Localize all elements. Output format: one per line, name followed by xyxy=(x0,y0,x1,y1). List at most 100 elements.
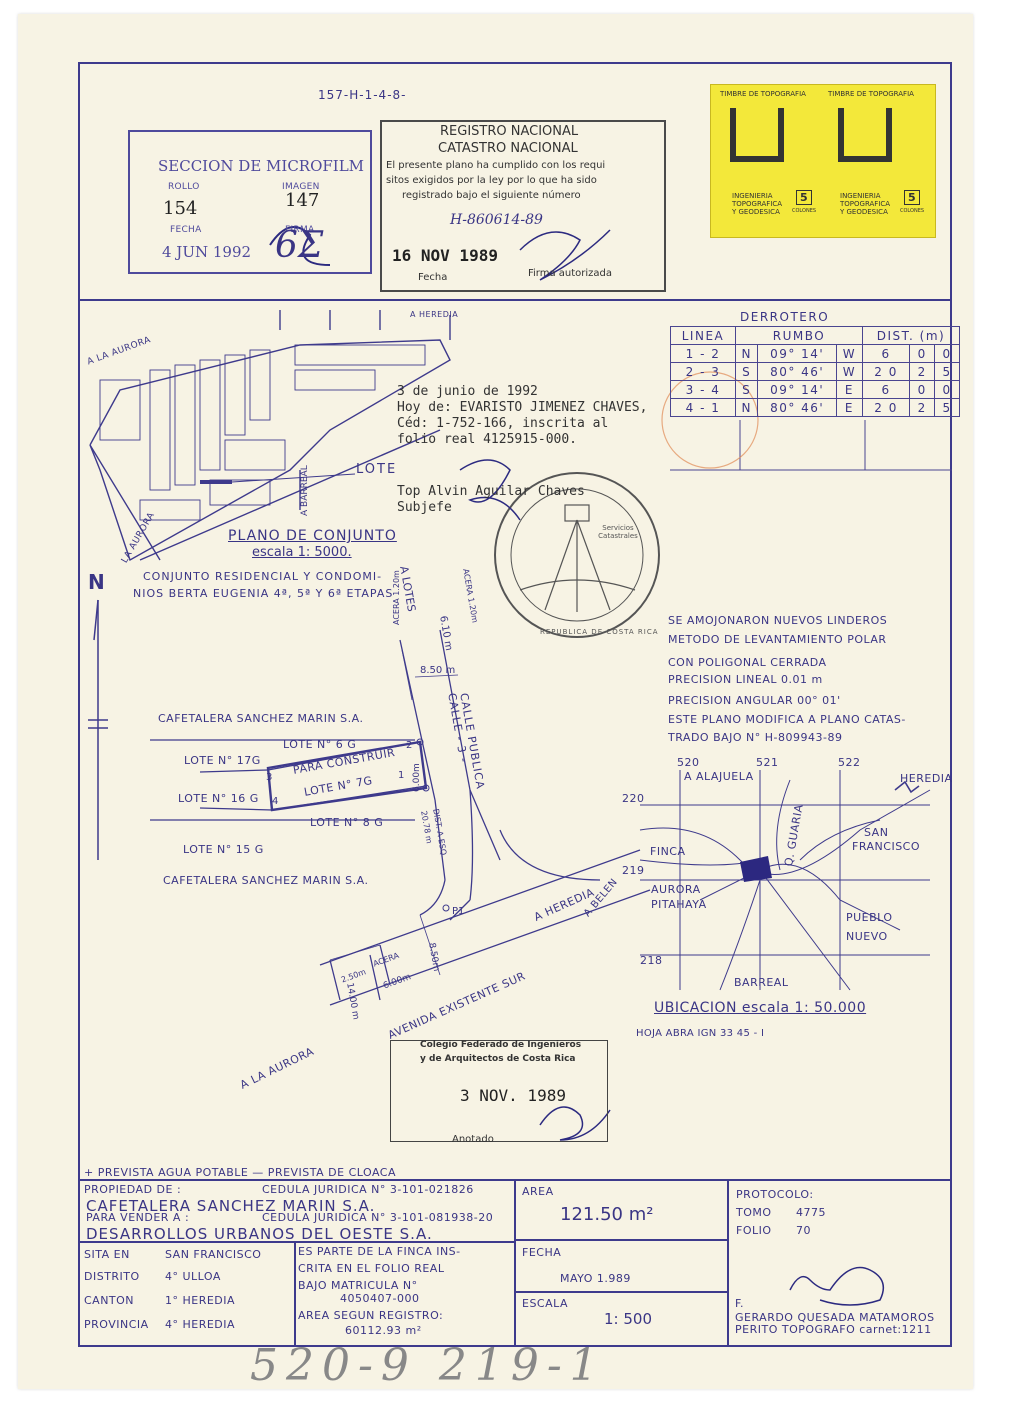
colegio-line1: Colegio Federado de Ingenieros xyxy=(420,1040,582,1050)
ubic-tick: 522 xyxy=(838,756,861,769)
ubic-tick: 220 xyxy=(622,792,645,805)
table-cell: N xyxy=(734,398,759,417)
table-cell: 0 xyxy=(934,380,960,399)
survey-note: PRECISION LINEAL 0.01 m xyxy=(668,673,823,686)
timbre-2: TIMBRE DE TOPOGRAFIA INGENIERIA TOPOGRAF… xyxy=(824,90,928,230)
ubic-hoja: HOJA ABRA IGN 33 45 - I xyxy=(636,1028,765,1039)
plan-vertex-4: 4 xyxy=(272,796,279,807)
tb-tomo: 4775 xyxy=(796,1206,826,1219)
tb-area-label: AREA xyxy=(522,1185,554,1198)
conjunto-title: PLANO DE CONJUNTO xyxy=(228,528,397,544)
table-cell: 0 xyxy=(934,344,960,363)
ubic-tick: 520 xyxy=(677,756,700,769)
registro-text2: sitos exigidos por la ley por lo que ha … xyxy=(386,175,597,186)
plan-cafetalera-bot: CAFETALERA SANCHEZ MARIN S.A. xyxy=(163,874,369,887)
colegio-anotado: Anotado xyxy=(452,1134,494,1145)
survey-note: CON POLIGONAL CERRADA xyxy=(668,656,827,669)
colegio-date: 3 NOV. 1989 xyxy=(460,1086,566,1105)
ubic-pitahaya: PITAHAYA xyxy=(651,898,707,911)
conjunto-scale: escala 1: 5000. xyxy=(252,545,352,560)
bottom-handwritten-code: 520-9 219-1 xyxy=(250,1340,606,1391)
table-cell: N xyxy=(734,344,759,363)
microfilm-stamp xyxy=(128,130,372,274)
colegio-line2: y de Arquitectos de Costa Rica xyxy=(420,1054,576,1064)
table-cell: 09° 14' xyxy=(757,344,837,363)
timbre-1-emblem-icon xyxy=(730,108,784,162)
timbre-1-value: 5 xyxy=(796,190,812,205)
table-cell: 4 - 1 xyxy=(670,398,736,417)
registro-fecha-label: Fecha xyxy=(418,272,448,283)
table-cell: 2 - 3 xyxy=(670,362,736,381)
timbre-1-org1: INGENIERIA xyxy=(732,192,773,200)
ubic-a-alajuela: A ALAJUELA xyxy=(684,770,754,783)
plan-cafetalera-top: CAFETALERA SANCHEZ MARIN S.A. xyxy=(158,712,364,725)
table-cell: 09° 14' xyxy=(757,380,837,399)
seal-ring-text: REPUBLICA DE COSTA RICA xyxy=(540,628,659,636)
derrotero-table: LINEA RUMBO DIST. (m) 1 - 2 N 09° 14' W … xyxy=(670,326,960,417)
table-cell: 0 xyxy=(909,380,936,399)
prevista-note: + PREVISTA AGUA POTABLE — PREVISTA DE CL… xyxy=(84,1166,397,1179)
timbre-2-org1: INGENIERIA xyxy=(840,192,881,200)
plan-code: 157-H-1-4-8- xyxy=(318,88,407,102)
tb-folio: 70 xyxy=(796,1224,811,1237)
registro-text3: registrado bajo el siguiente número xyxy=(402,190,581,201)
tb-cedula-1: CEDULA JURIDICA N° 3-101-021826 xyxy=(262,1183,474,1196)
timbre-1-title: TIMBRE DE TOPOGRAFIA xyxy=(720,90,806,98)
derrotero-header: RUMBO xyxy=(735,326,863,345)
table-cell: S xyxy=(734,362,759,381)
ubic-pueblo: PUEBLO xyxy=(846,911,893,924)
table-cell: 2 xyxy=(909,362,936,381)
microfilm-firma: 6Σ xyxy=(275,225,324,266)
table-cell: 2 0 xyxy=(861,398,911,417)
microfilm-imagen-label: IMAGEN xyxy=(282,182,320,192)
tb-finca-1: ES PARTE DE LA FINCA INS- xyxy=(298,1245,461,1258)
table-row: 1 - 2 N 09° 14' W 6 0 0 xyxy=(670,344,960,363)
tb-protocolo-label: PROTOCOLO: xyxy=(736,1188,814,1201)
table-cell: W xyxy=(835,344,864,363)
timbre-2-org2: TOPOGRAFICA xyxy=(840,200,891,208)
plan-dim-600a: 6.00m xyxy=(412,763,422,792)
tb-finca-3: BAJO MATRICULA N° xyxy=(298,1279,418,1292)
tb-cedula-2: CEDULA JURIDICA N° 3-101-081938-20 xyxy=(262,1211,494,1224)
registro-text1: El presente plano ha cumplido con los re… xyxy=(386,160,606,171)
table-row: 2 - 3 S 80° 46' W 2 0 2 5 xyxy=(670,362,960,381)
ubic-aurora: AURORA xyxy=(651,883,701,896)
table-cell: E xyxy=(835,398,864,417)
table-cell: 80° 46' xyxy=(757,398,837,417)
survey-note: SE AMOJONARON NUEVOS LINDEROS xyxy=(668,614,888,627)
conjunto-a-heredia: A HEREDIA xyxy=(410,310,459,319)
plan-lote-8: LOTE N° 8 G xyxy=(310,816,384,829)
microfilm-rollo: 154 xyxy=(163,198,198,219)
ubic-francisco: FRANCISCO xyxy=(852,840,921,853)
note-line: Céd: 1-752-166, inscrita al xyxy=(397,416,609,431)
derrotero-title: DERROTERO xyxy=(740,310,830,324)
note-line: Top Alvin Aguilar Chaves xyxy=(397,484,585,499)
table-row: 4 - 1 N 80° 46' E 2 0 2 5 xyxy=(670,398,960,417)
table-cell: E xyxy=(835,380,864,399)
tb-escala-label: ESCALA xyxy=(522,1297,569,1310)
registro-firma-label: Firma autorizada xyxy=(528,268,613,279)
ubic-tick: 219 xyxy=(622,864,645,877)
tb-finca-2: CRITA EN EL FOLIO REAL xyxy=(298,1262,445,1275)
microfilm-firma-label: FIRMA xyxy=(285,225,315,235)
plan-vertex-2: 2 xyxy=(406,740,413,751)
north-arrow-icon: N xyxy=(88,570,105,594)
plan-vertex-1: 1 xyxy=(398,770,405,781)
tb-area-reg: 60112.93 m² xyxy=(345,1324,422,1337)
tb-propiedad-label: PROPIEDAD DE : xyxy=(84,1183,182,1196)
registro-line2: CATASTRO NACIONAL xyxy=(438,141,578,156)
table-cell: 80° 46' xyxy=(757,362,837,381)
note-line: Subjefe xyxy=(397,500,452,515)
plan-p1: P1 xyxy=(452,906,465,917)
derrotero-header: DIST. (m) xyxy=(862,326,960,345)
conjunto-a-barreal: A BARREAL xyxy=(300,465,310,516)
colegio-stamp xyxy=(390,1040,608,1142)
tb-folio-label: FOLIO xyxy=(736,1224,772,1237)
table-cell: 2 0 xyxy=(861,362,911,381)
conjunto-desc1: CONJUNTO RESIDENCIAL Y CONDOMI- xyxy=(143,570,383,583)
microfilm-rollo-label: ROLLO xyxy=(168,182,200,192)
plan-sheet xyxy=(18,14,973,1389)
table-cell: 6 xyxy=(861,344,911,363)
registro-number: H-860614-89 xyxy=(450,212,543,228)
